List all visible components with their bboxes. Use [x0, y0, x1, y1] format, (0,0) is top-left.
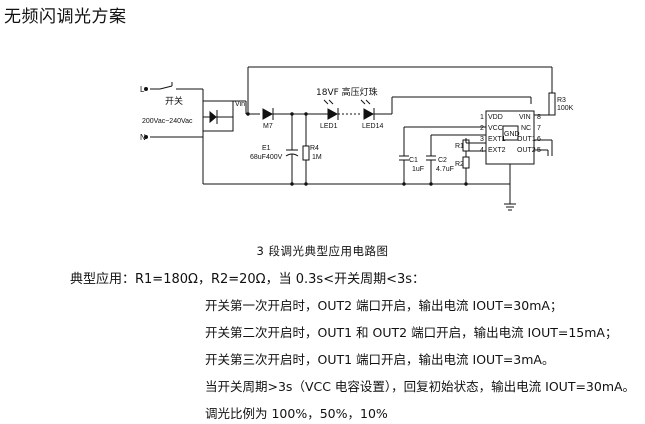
pin-num-8: 8: [537, 114, 541, 121]
desc-line-5: 调光比例为 100%，50%，10%: [205, 406, 388, 421]
label-ac: 200Vac~240Vac: [142, 118, 193, 125]
desc-line-4: 当开关周期>3s（VCC 电容设置），回复初始状态，输出电流 IOUT=30mA…: [205, 379, 636, 394]
figure-caption: 3 段调光典型应用电路图: [256, 244, 389, 258]
pin-num-5: 5: [537, 147, 541, 154]
pin-num-7: 7: [537, 125, 541, 132]
label-c2: C2: [438, 157, 447, 164]
pin-num-2: 2: [480, 125, 484, 132]
label-c1v: 1uF: [412, 166, 424, 173]
pin-num-4: 4: [480, 147, 484, 154]
label-c2v: 4.7uF: [436, 166, 454, 173]
label-led1: LED1: [320, 123, 338, 130]
pin-out1: OUT1: [517, 136, 536, 143]
pin-num-1: 1: [480, 114, 484, 121]
pin-vdd: VDD: [488, 114, 503, 121]
label-r4: R4: [310, 145, 319, 152]
application-heading: 典型应用：R1=180Ω，R2=20Ω，当 0.3s<开关周期<3s：: [70, 272, 426, 287]
label-n: N: [140, 133, 146, 142]
label-l: L: [140, 85, 145, 94]
pin-ext2: EXT2: [488, 147, 506, 154]
pin-num-3: 3: [480, 136, 484, 143]
label-r1: R1: [455, 143, 464, 150]
label-m7: M7: [263, 123, 273, 130]
desc-line-2: 开关第二次开启时，OUT1 和 OUT2 端口开启，输出电流 IOUT=15mA…: [205, 325, 618, 340]
pin-gnd: GND: [504, 131, 520, 138]
label-r2: R2: [455, 161, 464, 168]
page-title: 无频闪调光方案: [4, 7, 127, 27]
label-led14: LED14: [362, 123, 384, 130]
label-e1v: 68uF400V: [250, 154, 283, 161]
label-c1: C1: [409, 157, 418, 164]
circuit-diagram: L N 开关 200Vac~240Vac Vin M7 18VF 高压灯珠 LE…: [140, 66, 574, 211]
label-led-title: 18VF 高压灯珠: [316, 86, 378, 98]
pin-nc: NC: [521, 125, 531, 132]
label-r3: R3: [557, 97, 566, 104]
desc-line-1: 开关第一次开启时，OUT2 端口开启，输出电流 IOUT=30mA；: [205, 298, 563, 313]
pin-num-6: 6: [537, 136, 541, 143]
pin-out2: OUT2: [517, 147, 536, 154]
label-vin: Vin: [235, 101, 245, 108]
label-switch: 开关: [165, 95, 183, 107]
pin-ext1: EXT1: [488, 136, 506, 143]
label-e1: E1: [262, 145, 271, 152]
pin-vin: VIN: [519, 114, 531, 121]
label-r4v: 1M: [312, 154, 322, 161]
pin-vcc: VCC: [488, 125, 503, 132]
label-r3v: 100K: [557, 105, 574, 112]
desc-line-3: 开关第三次开启时，OUT1 端口开启，输出电流 IOUT=3mA。: [205, 352, 555, 367]
